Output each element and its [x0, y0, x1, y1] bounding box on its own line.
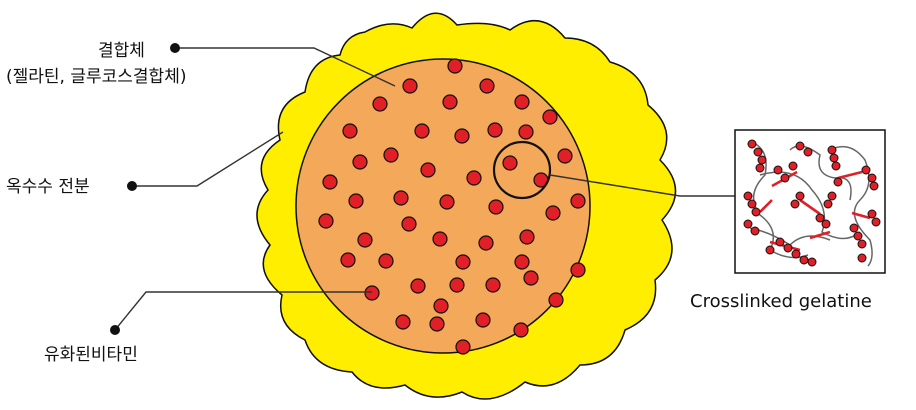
label-crosslinked-gelatine: Crosslinked gelatine	[690, 291, 872, 313]
label-binder: 결합체	[98, 40, 145, 62]
label-vitamin: 유화된비타민	[44, 344, 138, 366]
label-binder-detail: (젤라틴, 글루코스결합체)	[6, 66, 186, 88]
crosslinked-inset	[735, 130, 885, 273]
label-corn-starch: 옥수수 전분	[6, 176, 90, 198]
